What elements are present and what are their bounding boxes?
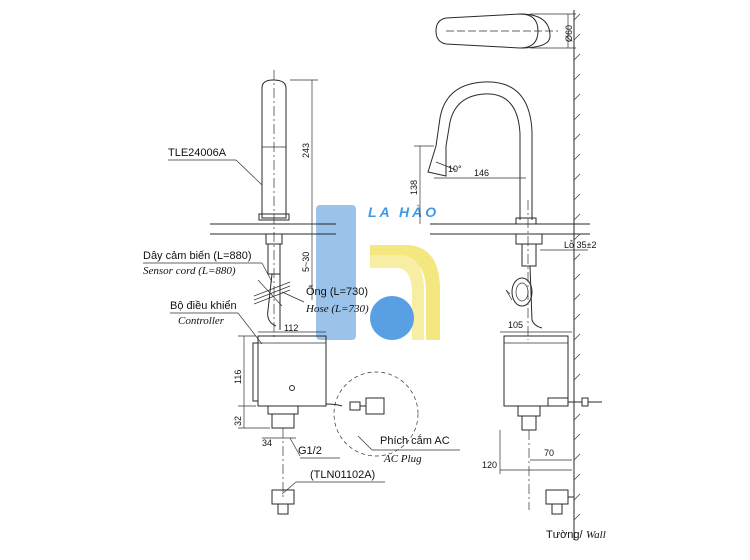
controller-box-right: [503, 335, 569, 407]
dim-112: 112: [284, 323, 298, 333]
dim-116: 116: [233, 370, 243, 384]
controller-label-en: Controller: [178, 315, 225, 327]
controller-label: Bộ điều khiển: [170, 300, 237, 312]
cord-coil-right: [511, 277, 533, 307]
dim-5-30: 5~30: [301, 252, 311, 272]
watermark-text: LA HÀO: [368, 204, 439, 220]
dim-138: 138: [409, 180, 419, 195]
dim-105: 105: [508, 320, 523, 330]
gooseneck-outer: [435, 81, 533, 220]
thread-label: G1/2: [298, 445, 322, 457]
sensor-cord-label: Dây cảm biến (L=880): [143, 250, 252, 262]
dim-70: 70: [544, 448, 554, 458]
wall-hatching: [573, 13, 581, 521]
hole-label: Lỗ 35±2: [564, 240, 596, 250]
ac-plug-label: Phích cắm AC: [380, 434, 450, 447]
dim-243: 243: [301, 143, 311, 158]
dim-dia-60: Ø60: [564, 25, 574, 42]
dim-34: 34: [262, 438, 272, 448]
watermark-yellow-arc: [370, 245, 440, 340]
dim-angle-10: 10°: [448, 164, 462, 174]
valve-symbol: [271, 489, 295, 515]
watermark-blue-bar: [316, 205, 356, 340]
hose-label-en: Hose (L=730): [305, 303, 369, 315]
sensor-cord-label-en: Sensor cord (L=880): [143, 265, 236, 277]
right-faucet-view: Ø60 10° 146 138 Lỗ 35±2: [409, 10, 606, 541]
gooseneck-inner: [445, 93, 521, 220]
valve-symbol-right: [545, 489, 574, 515]
controller-box: [257, 335, 327, 407]
dim-32: 32: [233, 416, 243, 426]
ac-plug-detail: [333, 371, 419, 457]
wall-label-en: Wall: [586, 529, 606, 541]
hose-label: Ống (L=730): [306, 284, 368, 298]
valve-model-label: (TLN01102A): [310, 469, 375, 481]
faucet-body: [261, 79, 287, 219]
spout-outlet: [427, 145, 447, 177]
ac-plug-label-en: AC Plug: [383, 453, 422, 465]
sensor-cord-coil: [253, 279, 291, 307]
left-faucet-view: 243 5~30 TLE24006A Dây cảm biến (L=880) …: [143, 70, 460, 515]
watermark-circle: [370, 296, 414, 340]
dim-146: 146: [474, 168, 489, 178]
model-label: TLE24006A: [168, 147, 227, 159]
wall-label: Tường/: [546, 529, 584, 541]
dim-120: 120: [482, 460, 497, 470]
watermark-logo: LA HÀO: [316, 204, 440, 340]
